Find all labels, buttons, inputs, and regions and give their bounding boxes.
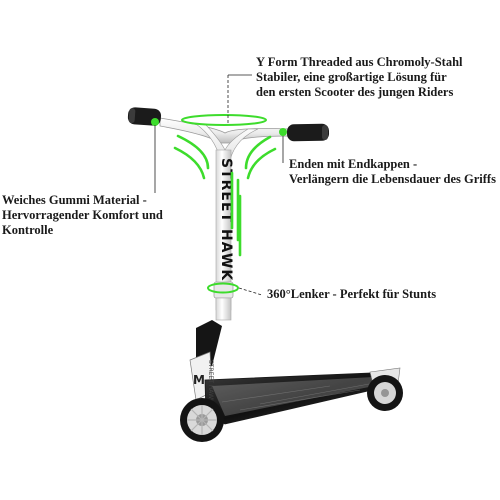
callout-frame-line3: den ersten Scooter des jungen Riders [256, 85, 454, 99]
right-grip [286, 123, 330, 142]
headtube-logo: M [193, 373, 205, 387]
leader-lines [154, 74, 284, 296]
callout-frame-line1: Y Form Threaded aus Chromoly-Stahl [256, 55, 463, 69]
green-dot-end [279, 128, 287, 136]
green-dot-grip [151, 118, 159, 126]
handlebar-crossbar [159, 117, 291, 144]
callout-ends: Enden mit Endkappen - Verlängern die Leb… [289, 157, 496, 187]
callout-grip: Weiches Gummi Material - Hervorragender … [2, 193, 163, 238]
green-ring-360 [207, 282, 239, 294]
stem-brand-text: STREET HAWK [218, 158, 234, 281]
front-wheel [180, 398, 224, 442]
deck-clamp-text: STREET HAWK [207, 360, 214, 404]
callout-grip-line3: Kontrolle [2, 223, 54, 237]
callout-grip-line1: Weiches Gummi Material - [2, 193, 147, 207]
callout-ends-line1: Enden mit Endkappen - [289, 157, 418, 171]
rear-wheel [367, 375, 403, 411]
callout-frame: Y Form Threaded aus Chromoly-Stahl Stabi… [256, 55, 463, 100]
green-arrow-bar-top [181, 114, 267, 126]
callout-grip-line2: Hervorragender Komfort und [2, 208, 163, 222]
callout-frame-line2: Stabiler, eine großartige Lösung für [256, 70, 447, 84]
green-highlights [173, 134, 277, 257]
callout-bar-line1: 360°Lenker - Perfekt für Stunts [267, 287, 437, 301]
callout-bar: 360°Lenker - Perfekt für Stunts [267, 287, 436, 302]
callout-ends-line2: Verlängern die Lebensdauer des Griffs [289, 172, 496, 186]
